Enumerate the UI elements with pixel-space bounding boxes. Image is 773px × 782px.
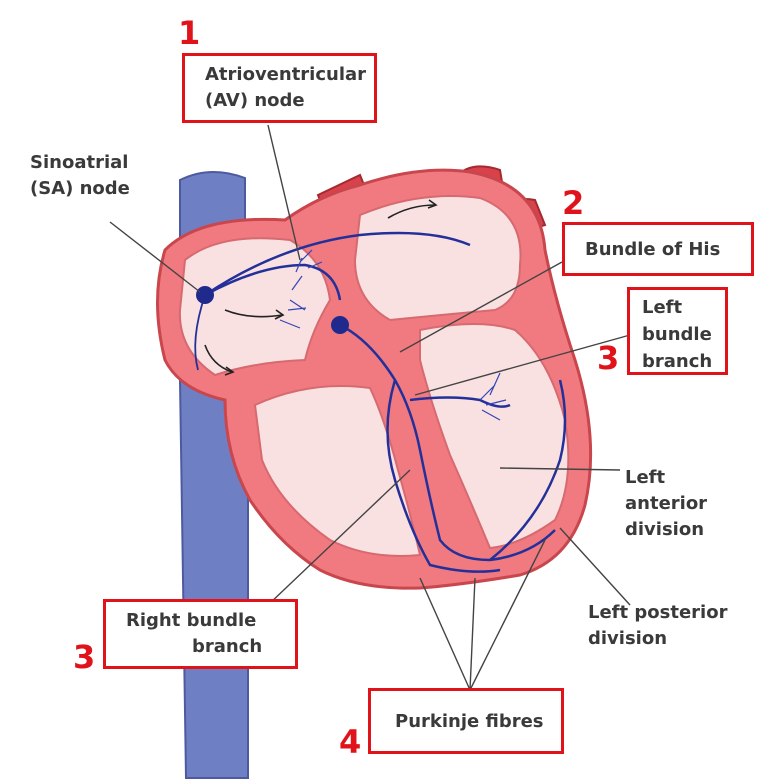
av-node-box: Atrioventricular (AV) node	[182, 53, 377, 123]
conduction-system	[194, 231, 567, 573]
bundle-of-his-box: Bundle of His	[562, 222, 754, 276]
number-purkinje-fibres: 4	[339, 723, 362, 761]
right-ventricle	[253, 385, 422, 557]
leader-lines	[109, 124, 631, 691]
av-node-marker	[331, 316, 349, 334]
number-av-node: 1	[178, 14, 201, 52]
number-right-bundle-branch: 3	[73, 638, 96, 676]
left-bundle-branch-box: Left bundle branch	[627, 287, 728, 375]
number-left-bundle-branch: 3	[597, 339, 620, 377]
purkinje-fibres-box: Purkinje fibres	[368, 688, 564, 754]
sa-node-label: Sinoatrial (SA) node	[30, 152, 130, 199]
number-bundle-of-his: 2	[562, 184, 585, 222]
right-atrium	[178, 237, 332, 377]
purkinje-fibres-label: Purkinje fibres	[395, 711, 544, 732]
right-bundle-branch-label: Right bundle branch	[126, 610, 263, 657]
heart-chambers	[178, 195, 570, 557]
left-posterior-division-label: Left posterior division	[588, 602, 728, 649]
impulse-arrows	[204, 199, 438, 376]
bundle-of-his-label: Bundle of His	[585, 239, 721, 260]
left-atrium	[353, 195, 522, 322]
right-bundle-branch-box: Right bundle branch	[103, 599, 298, 669]
av-node-label: Atrioventricular (AV) node	[205, 64, 367, 111]
left-bundle-branch-label: Left bundle branch	[642, 297, 713, 372]
left-anterior-division-label: Left anterior division	[625, 467, 708, 540]
sa-node-marker	[196, 286, 214, 304]
left-ventricle	[419, 323, 570, 550]
purkinje-network	[279, 249, 507, 421]
